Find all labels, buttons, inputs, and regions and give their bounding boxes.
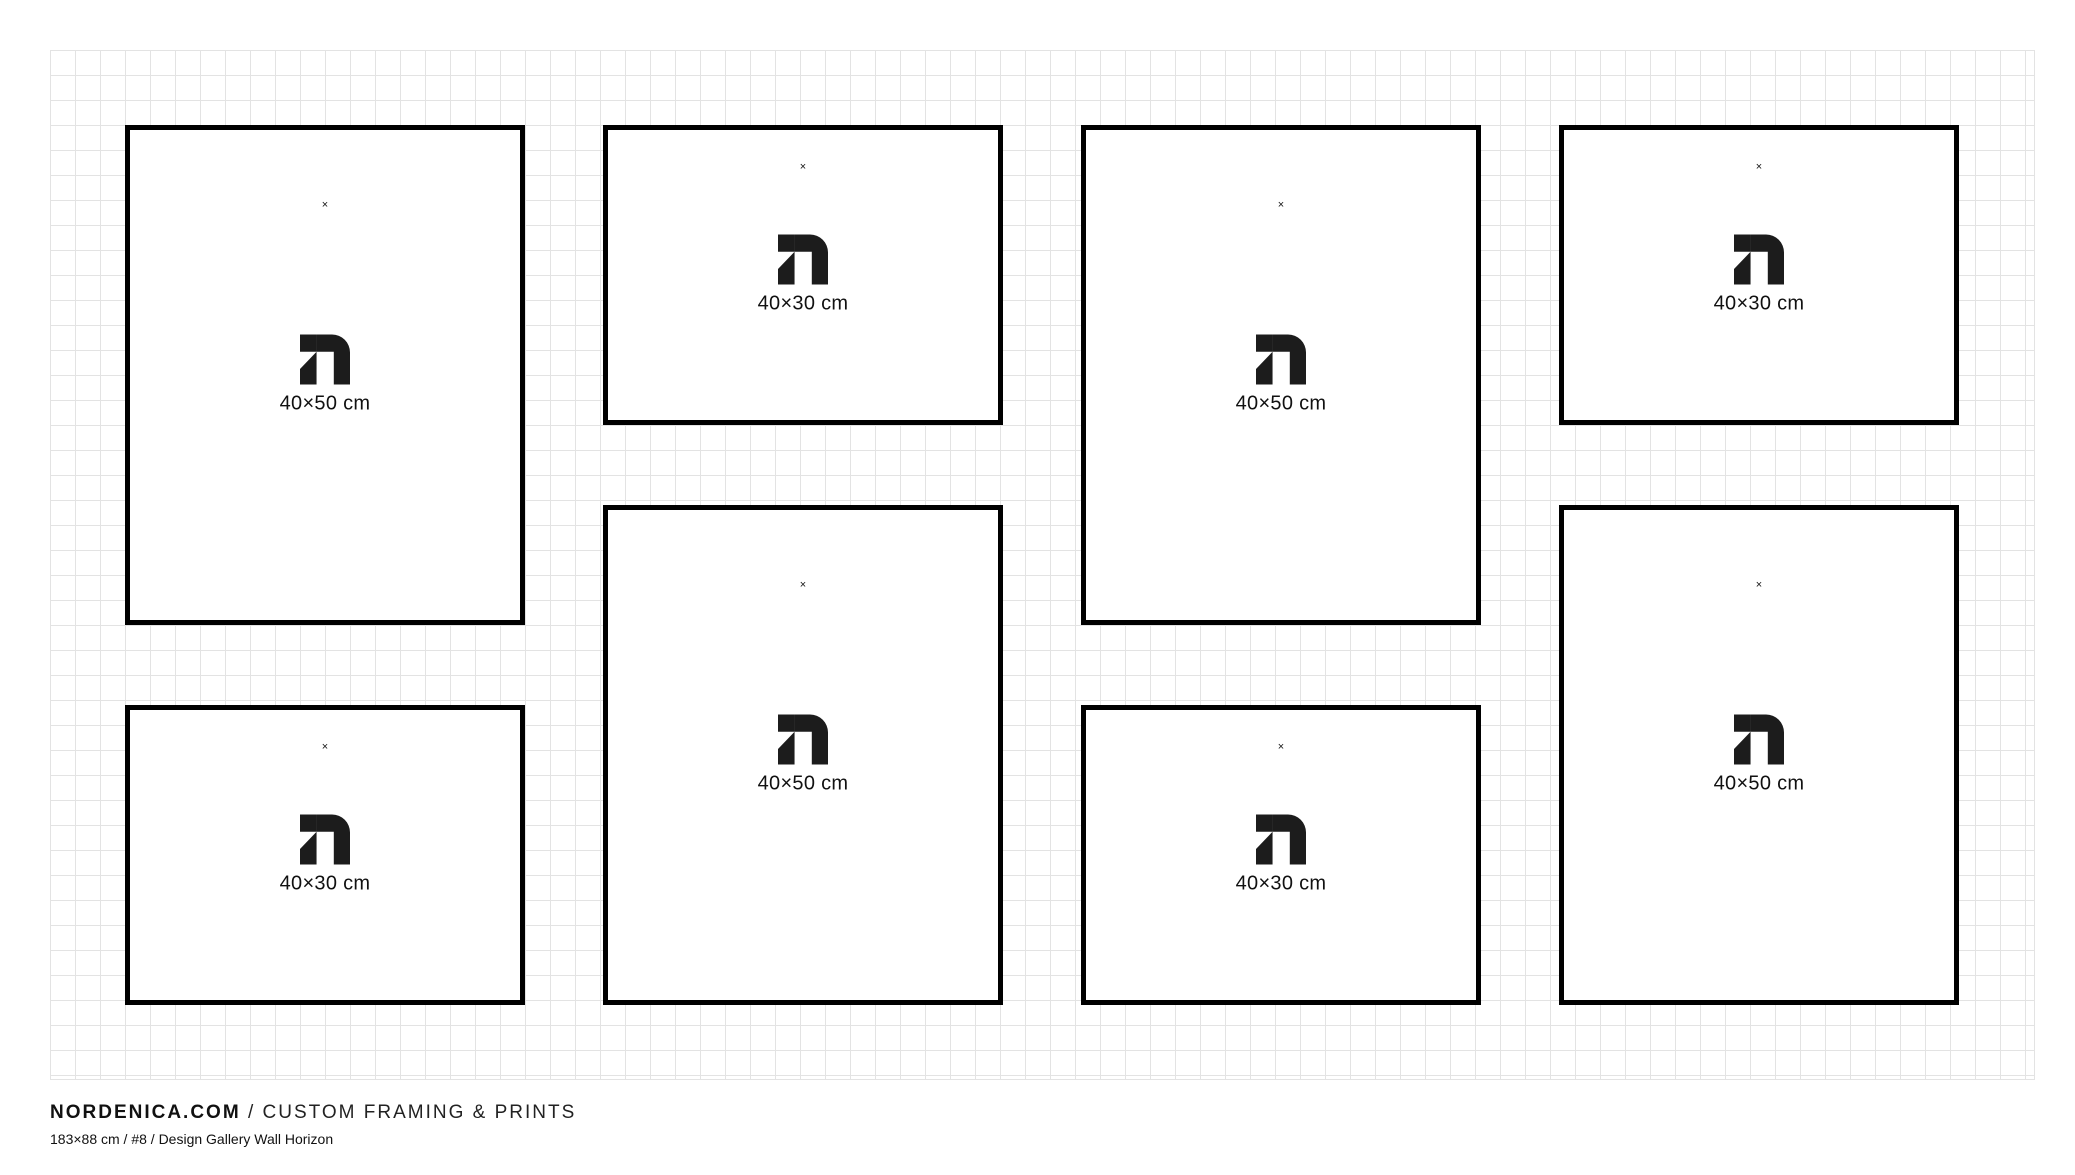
hanging-point-marker: × bbox=[799, 161, 807, 173]
nordenica-logo-icon bbox=[1256, 814, 1306, 865]
picture-frame: × 40×50 cm bbox=[603, 505, 1003, 1005]
nordenica-logo-icon bbox=[1734, 714, 1784, 765]
tagline: / CUSTOM FRAMING & PRINTS bbox=[240, 1102, 577, 1123]
frame-size-label: 40×50 cm bbox=[1235, 392, 1327, 415]
frame-size-label: 40×30 cm bbox=[757, 292, 849, 315]
frame-size-label: 40×50 cm bbox=[757, 772, 849, 795]
nordenica-logo-icon bbox=[300, 814, 350, 865]
hanging-point-marker: × bbox=[1277, 199, 1285, 211]
frame-size-label: 40×50 cm bbox=[1713, 772, 1805, 795]
nordenica-logo-icon bbox=[1734, 234, 1784, 285]
picture-frame: × 40×30 cm bbox=[1559, 125, 1959, 425]
frame-label-group: 40×30 cm bbox=[1086, 814, 1476, 896]
picture-frame: × 40×30 cm bbox=[125, 705, 525, 1005]
picture-frame: × 40×50 cm bbox=[1081, 125, 1481, 625]
frame-label-group: 40×30 cm bbox=[1564, 234, 1954, 316]
hanging-point-marker: × bbox=[321, 741, 329, 753]
frame-label-group: 40×50 cm bbox=[130, 334, 520, 416]
picture-frame: × 40×50 cm bbox=[125, 125, 525, 625]
footer-details: 183×88 cm / #8 / Design Gallery Wall Hor… bbox=[50, 1131, 334, 1147]
picture-frame: × 40×30 cm bbox=[1081, 705, 1481, 1005]
hanging-point-marker: × bbox=[799, 579, 807, 591]
footer-title: NORDENICA.COM / CUSTOM FRAMING & PRINTS bbox=[50, 1102, 576, 1124]
brand-name: NORDENICA.COM bbox=[50, 1102, 241, 1123]
nordenica-logo-icon bbox=[1256, 334, 1306, 385]
frame-size-label: 40×30 cm bbox=[1235, 872, 1327, 895]
nordenica-logo-icon bbox=[778, 234, 828, 285]
frame-label-group: 40×30 cm bbox=[608, 234, 998, 316]
frame-label-group: 40×50 cm bbox=[608, 714, 998, 796]
frame-size-label: 40×30 cm bbox=[1713, 292, 1805, 315]
frame-label-group: 40×50 cm bbox=[1086, 334, 1476, 416]
picture-frame: × 40×30 cm bbox=[603, 125, 1003, 425]
frame-label-group: 40×50 cm bbox=[1564, 714, 1954, 796]
hanging-point-marker: × bbox=[1755, 579, 1763, 591]
hanging-point-marker: × bbox=[1277, 741, 1285, 753]
hanging-point-marker: × bbox=[1755, 161, 1763, 173]
frame-size-label: 40×50 cm bbox=[279, 392, 371, 415]
nordenica-logo-icon bbox=[778, 714, 828, 765]
frame-label-group: 40×30 cm bbox=[130, 814, 520, 896]
nordenica-logo-icon bbox=[300, 334, 350, 385]
picture-frame: × 40×50 cm bbox=[1559, 505, 1959, 1005]
frame-size-label: 40×30 cm bbox=[279, 872, 371, 895]
hanging-point-marker: × bbox=[321, 199, 329, 211]
